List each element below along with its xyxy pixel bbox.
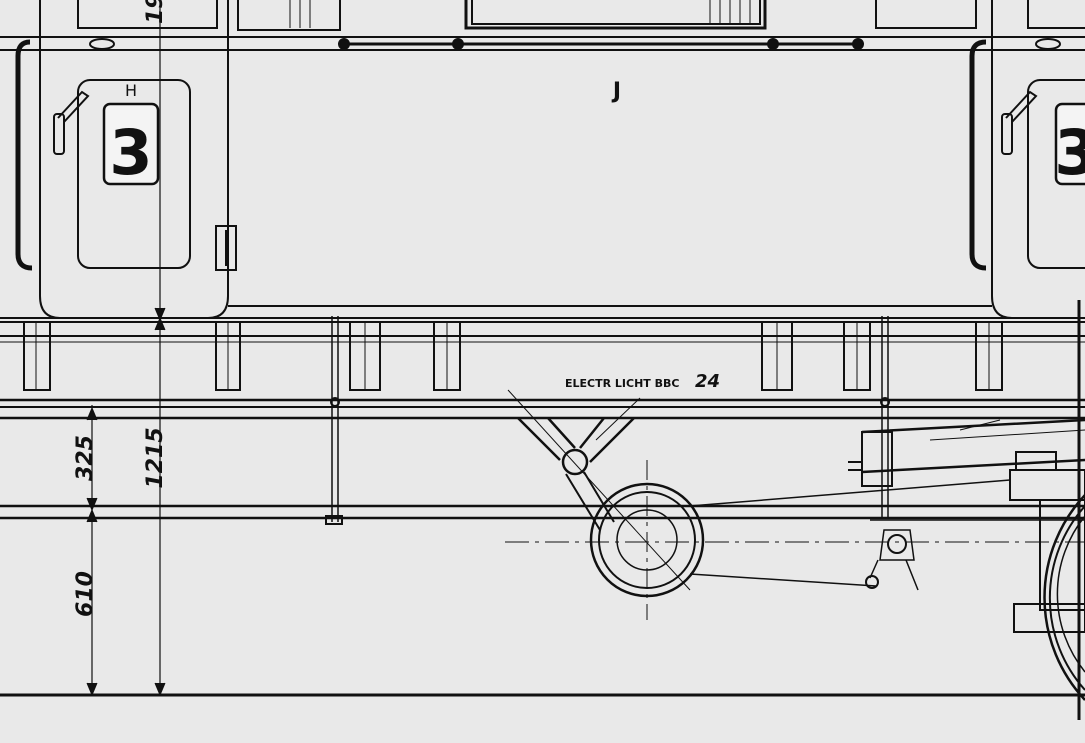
dimension-1215: 1215 [143, 427, 168, 488]
belt-rail [0, 36, 1085, 51]
electric-light-number: 24 [695, 371, 720, 392]
door-window-left [77, 79, 191, 269]
dimension-line-1215 [154, 0, 166, 697]
bogie-pivot [865, 529, 919, 591]
dimension-325: 325 [73, 435, 98, 481]
dynamo-bracket [507, 389, 691, 591]
leader-line [595, 397, 641, 441]
class-number-left: 3 [109, 116, 152, 189]
dimension-610: 610 [73, 571, 98, 617]
lower-frame-rail [0, 504, 1085, 520]
electric-light-note: ELECTR LICHT BBC [565, 377, 679, 390]
underframe-brackets [23, 321, 1003, 391]
class-plate-left [102, 102, 160, 186]
grab-handle-right [969, 39, 987, 271]
window-bottom-left [77, 0, 218, 29]
door-letter: H [125, 81, 137, 100]
door-latch-right-icon [1001, 90, 1038, 155]
door-latch-left-icon [53, 90, 90, 155]
door-window-right [1027, 79, 1085, 269]
compartment-letter: J [611, 79, 621, 104]
window-bottom-right [875, 0, 1085, 29]
body-outline [0, 0, 1085, 343]
wheel [1043, 494, 1085, 701]
dimension-line-325-610 [86, 405, 98, 697]
hanger-rod-right [880, 316, 890, 518]
drive-belt [689, 479, 1011, 587]
belt-rail-oval-fittings [89, 38, 1061, 50]
dimension-top-cut: 19 [143, 0, 168, 24]
hanger-rod-left [325, 316, 343, 525]
belt-rail-bolts [338, 38, 864, 50]
class-number-right: 3 [1054, 116, 1085, 189]
dynamo-pulley [505, 460, 1085, 620]
bogie-frame [848, 418, 1085, 521]
grab-handle-left [15, 39, 33, 271]
class-plate-right [1054, 102, 1085, 186]
sole-bar [0, 398, 1085, 420]
window-bottom-middle-left [237, 0, 341, 31]
door-hinge-bracket [215, 225, 237, 271]
window-bottom-center [464, 0, 767, 30]
